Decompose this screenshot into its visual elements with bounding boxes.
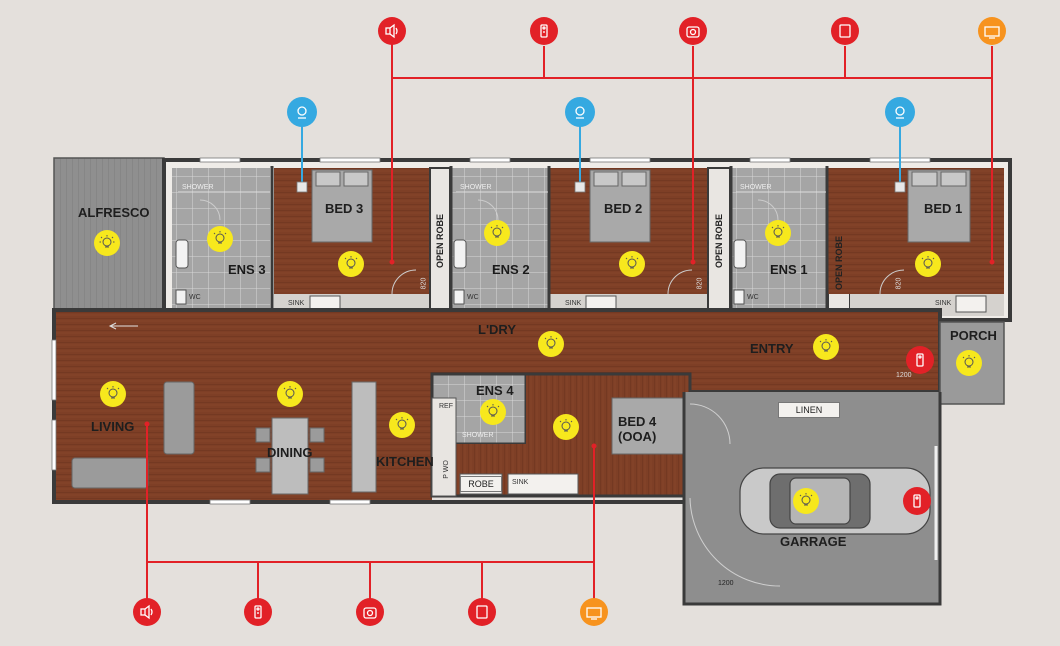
remote-icon[interactable] [906,346,934,374]
sink-label-bed1: SINK [935,300,952,307]
speaker-icon[interactable] [378,17,406,45]
sink-label-bed2: SINK [565,300,582,307]
light-bulb-icon[interactable] [765,220,791,246]
bed4-label: BED 4 (OOA) [618,414,657,444]
dim-820-bed1: 820 [895,277,903,290]
dim-820-bed3: 820 [420,277,428,290]
garage-label: GARRAGE [780,534,847,549]
shower-label-2: SHOWER [460,184,492,191]
light-bulb-icon[interactable] [480,399,506,425]
robe-label: ROBE [460,476,502,492]
wc-label-2: WC [467,294,479,301]
top-wiring [391,44,993,262]
bed1-bed [907,169,971,243]
light-bulb-icon[interactable] [619,251,645,277]
light-bulb-icon[interactable] [793,488,819,514]
light-bulb-icon[interactable] [484,220,510,246]
camera-icon[interactable] [356,598,384,626]
ens1-label: ENS 1 [770,262,808,277]
light-bulb-icon[interactable] [956,350,982,376]
sink-label-bed4: SINK [512,479,529,486]
ref-label: REF [439,403,453,410]
kitchen-label: KITCHEN [376,454,434,469]
dining-label: DINING [267,445,313,460]
voice-assistant-icon[interactable] [885,97,915,127]
light-bulb-icon[interactable] [94,230,120,256]
light-bulb-icon[interactable] [553,414,579,440]
open-robe-1-label: OPEN ROBE [834,236,844,291]
ens3-label: ENS 3 [228,262,266,277]
light-bulb-icon[interactable] [207,226,233,252]
light-bulb-icon[interactable] [538,331,564,357]
sink-label-bed3: SINK [288,300,305,307]
remote-icon[interactable] [244,598,272,626]
bed2-bed [589,169,651,243]
bed3-bed [311,169,373,243]
alfresco-label: ALFRESCO [78,205,150,220]
wc-label-1: WC [747,294,759,301]
entry-label: ENTRY [750,341,794,356]
open-robe-3-label: OPEN ROBE [435,214,445,269]
shower-label-1: SHOWER [740,184,772,191]
ens4-label: ENS 4 [476,383,514,398]
living-label: LIVING [91,419,135,434]
light-bulb-icon[interactable] [813,334,839,360]
car [739,467,931,535]
open-robe-2-label: OPEN ROBE [714,214,724,269]
dim-1200-garage: 1200 [718,580,734,587]
shower-label-4: SHOWER [462,432,494,439]
tv-icon[interactable] [580,598,608,626]
tablet-icon[interactable] [831,17,859,45]
light-bulb-icon[interactable] [389,412,415,438]
furniture [71,381,377,495]
bed3-label: BED 3 [325,201,364,216]
voice-assistant-icon[interactable] [287,97,317,127]
bed2-label: BED 2 [604,201,643,216]
linen-label: LINEN [778,402,840,418]
bed1-label: BED 1 [924,201,963,216]
light-bulb-icon[interactable] [100,381,126,407]
dim-1200-entry: 1200 [896,372,912,379]
tablet-icon[interactable] [468,598,496,626]
sensor-wiring [301,126,901,186]
ens2-label: ENS 2 [492,262,530,277]
porch-label: PORCH [950,328,997,343]
dim-820-bed2: 820 [696,277,704,290]
voice-assistant-icon[interactable] [565,97,595,127]
light-bulb-icon[interactable] [915,251,941,277]
remote-icon[interactable] [903,487,931,515]
pwo-label: P WO [442,460,450,479]
camera-icon[interactable] [679,17,707,45]
ldry-label: L'DRY [478,322,516,337]
light-bulb-icon[interactable] [338,251,364,277]
tv-icon[interactable] [978,17,1006,45]
shower-label-3: SHOWER [182,184,214,191]
bottom-wiring [146,424,595,600]
remote-icon[interactable] [530,17,558,45]
speaker-icon[interactable] [133,598,161,626]
light-bulb-icon[interactable] [277,381,303,407]
wc-label-3: WC [189,294,201,301]
